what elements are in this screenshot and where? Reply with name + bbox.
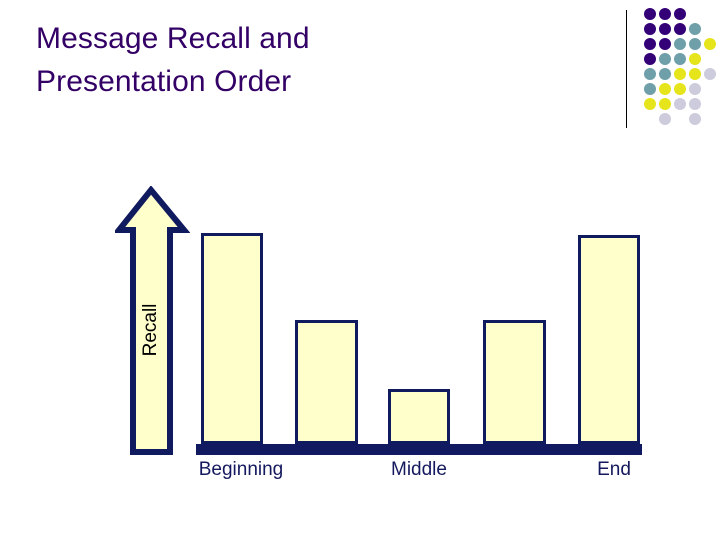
decorative-dot xyxy=(659,8,671,20)
decorative-dot xyxy=(659,23,671,35)
decorative-dot xyxy=(674,8,686,20)
bar xyxy=(578,235,640,444)
decorative-dot xyxy=(659,53,671,65)
decorative-dot-grid xyxy=(644,8,720,125)
plot-area xyxy=(196,226,644,444)
bar xyxy=(483,320,546,444)
decorative-dot xyxy=(644,38,656,50)
x-axis-baseline xyxy=(196,444,642,455)
decorative-dot xyxy=(689,83,701,95)
decorative-dot xyxy=(674,83,686,95)
decorative-dot xyxy=(644,83,656,95)
decorative-dot xyxy=(674,53,686,65)
decorative-dot xyxy=(644,98,656,110)
x-tick-label-end: End xyxy=(597,459,631,480)
decorative-dot xyxy=(644,23,656,35)
page-title: Message Recall and Presentation Order xyxy=(36,22,310,98)
decorative-dot xyxy=(659,83,671,95)
decorative-dot xyxy=(659,113,671,125)
decorative-dot xyxy=(704,38,716,50)
decorative-dot xyxy=(674,98,686,110)
x-tick-label-beginning: Beginning xyxy=(198,459,284,480)
decorative-dot xyxy=(659,98,671,110)
decorative-dot xyxy=(659,38,671,50)
decorative-dot xyxy=(659,68,671,80)
decorative-dot xyxy=(644,68,656,80)
bar xyxy=(201,233,263,444)
decorative-dot xyxy=(674,38,686,50)
decorative-dot xyxy=(689,38,701,50)
decorative-dot xyxy=(674,68,686,80)
bar xyxy=(388,389,450,444)
decorative-dot xyxy=(644,53,656,65)
decorative-dot xyxy=(689,23,701,35)
vertical-divider-rule xyxy=(626,10,627,128)
bar xyxy=(295,320,358,444)
decorative-dot xyxy=(689,98,701,110)
decorative-dot xyxy=(704,68,716,80)
y-axis-up-arrow xyxy=(112,185,191,458)
decorative-dot xyxy=(689,53,701,65)
decorative-dot xyxy=(689,68,701,80)
x-tick-label-middle: Middle xyxy=(391,459,447,480)
decorative-dot xyxy=(644,8,656,20)
decorative-dot xyxy=(689,113,701,125)
decorative-dot xyxy=(674,23,686,35)
